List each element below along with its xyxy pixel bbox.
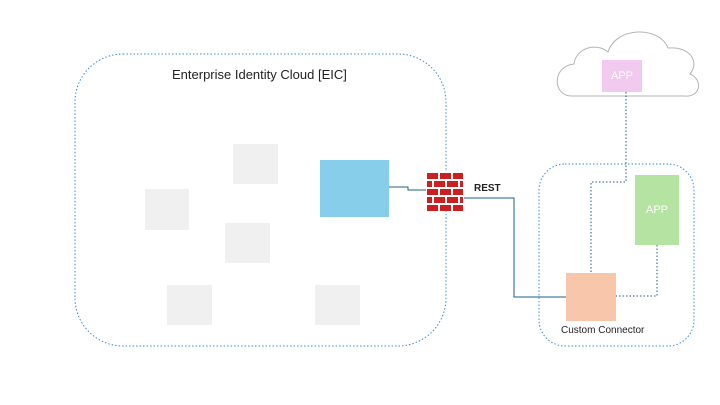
rest-label: REST [474,183,501,194]
cloud-app-box [602,60,642,92]
gray-block [167,285,212,325]
gray-block [233,144,278,184]
cloud-app-link [590,92,627,273]
local-app-label: APP [645,204,668,216]
custom-connector-box [566,273,616,321]
eic-title: Enterprise Identity Cloud [EIC] [172,67,347,82]
firewall-icon [426,172,464,211]
gray-block [145,189,189,230]
eic-service-block [320,160,389,217]
eic-boundary [74,53,447,347]
custom-connector-label: Custom Connector [561,325,645,336]
gray-block [225,223,270,263]
gray-block [315,285,360,325]
local-app-link [616,245,658,297]
rest-connection-line [464,197,566,298]
cloud-app-label: APP [610,70,633,82]
local-app-box [635,175,679,245]
eic-to-firewall-line [389,186,426,191]
on-prem-boundary [538,163,695,347]
